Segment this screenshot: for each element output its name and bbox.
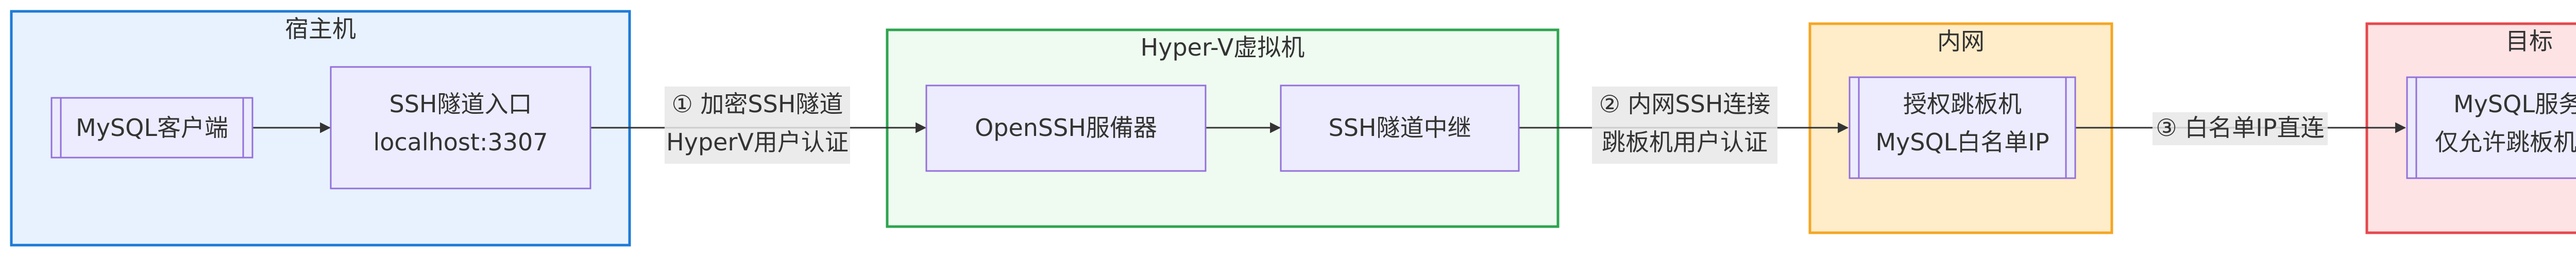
- node-mysql-server: MySQL服务器 仅允许跳板机连接: [2406, 76, 2576, 179]
- node-ssh-entry-line2: localhost:3307: [373, 128, 548, 156]
- node-mysql-client-label: MySQL客户端: [76, 114, 228, 142]
- cluster-intranet-title: 内网: [1937, 27, 1985, 55]
- edge-label-1-line2: HyperV用户认证: [666, 128, 849, 156]
- node-openssh-label: OpenSSH服備器: [975, 114, 1157, 142]
- node-mysql-server-line1: MySQL服务器: [2453, 90, 2576, 118]
- node-mysql-client: MySQL客户端: [50, 97, 253, 159]
- edge-label-2: ② 内网SSH连接 跳板机用户认证: [1592, 87, 1777, 164]
- edge-label-2-line2: 跳板机用户认证: [1602, 128, 1768, 156]
- cluster-target-title: 目标: [2505, 27, 2553, 55]
- node-mysql-server-line2: 仅允许跳板机连接: [2435, 128, 2576, 156]
- node-jump-host-line2: MySQL白名单IP: [1875, 128, 2049, 156]
- cluster-hyperv-title: Hyper-V虚拟机: [1141, 33, 1305, 61]
- edge-label-2-line1: ② 内网SSH连接: [1599, 90, 1771, 118]
- cluster-host-title: 宿主机: [285, 15, 356, 43]
- edge-label-3: ③ 白名单IP直连: [2153, 112, 2328, 145]
- node-jump-host-line1: 授权跳板机: [1903, 90, 2022, 118]
- node-jump-host: 授权跳板机 MySQL白名单IP: [1849, 76, 2076, 179]
- node-openssh: OpenSSH服備器: [925, 84, 1207, 172]
- node-ssh-entry: SSH隧道入口 localhost:3307: [330, 66, 591, 190]
- edge-label-3-text: ③ 白名单IP直连: [2156, 114, 2324, 142]
- node-ssh-entry-line1: SSH隧道入口: [389, 90, 532, 118]
- edge-label-1-line1: ① 加密SSH隧道: [672, 90, 843, 118]
- edge-label-1: ① 加密SSH隧道 HyperV用户认证: [665, 87, 850, 164]
- node-ssh-relay-label: SSH隧道中继: [1329, 114, 1471, 142]
- node-ssh-relay: SSH隧道中继: [1280, 84, 1520, 172]
